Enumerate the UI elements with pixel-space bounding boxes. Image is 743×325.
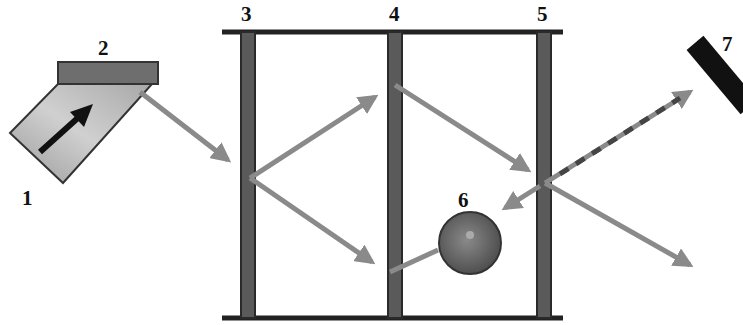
interference-beam [560, 98, 680, 174]
beam-splitter-plate [537, 32, 551, 318]
source-arrow [40, 116, 80, 152]
callout-number: 6 [458, 190, 469, 211]
callout-number: 2 [98, 38, 109, 59]
source-arrow-head [70, 104, 93, 127]
callout-number: 1 [22, 188, 33, 209]
callout-number: 7 [722, 34, 733, 55]
callout-number: 4 [389, 4, 400, 25]
laser-source [10, 84, 152, 183]
light-beams [140, 85, 690, 272]
callout-number: 3 [241, 4, 252, 25]
filter-plate [58, 62, 158, 84]
callout-number: 5 [537, 4, 548, 25]
screen-detector [687, 36, 743, 114]
phase-object [439, 212, 501, 274]
mirror-plate [388, 32, 402, 318]
phase-object-spot [466, 231, 474, 239]
